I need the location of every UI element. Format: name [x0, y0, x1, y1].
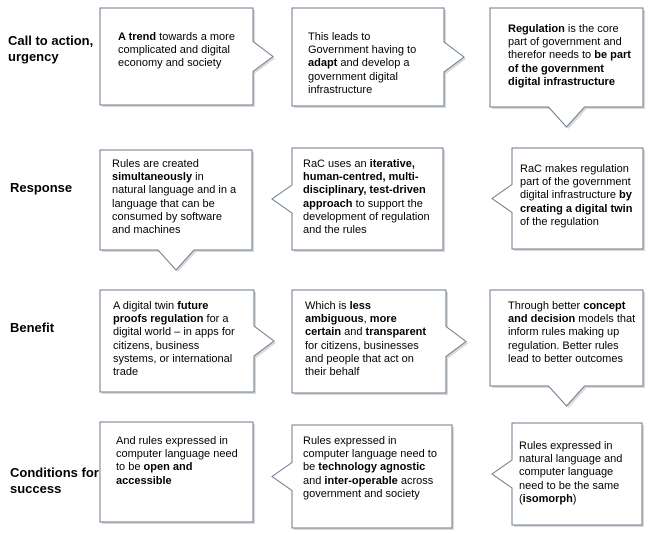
body-text: RaC makes regulation part of the governm…	[520, 163, 631, 202]
callout-box-7	[99, 289, 275, 393]
emphasis-text: technology agnostic	[318, 461, 426, 474]
emphasis-text: transparent	[365, 326, 427, 339]
callout-box-4	[491, 147, 644, 250]
callout-box-9	[489, 289, 644, 407]
row-label-conditions: Conditions for success	[10, 465, 99, 496]
body-text: for a digital world – in apps for citize…	[113, 313, 235, 379]
callout-text-5: RaC uses an iterative, human-centred, mu…	[303, 158, 435, 237]
emphasis-text: be part of the government digital infras…	[508, 49, 631, 88]
body-text: to support the development of regulation…	[303, 197, 430, 237]
body-text: RaC uses an	[303, 158, 370, 170]
body-text: Rules expressed in natural language and …	[519, 440, 623, 505]
emphasis-text: A trend	[118, 31, 157, 43]
callout-text-10: Rules expressed in natural language and …	[519, 440, 639, 506]
body-text: towards a more complicated and digital e…	[118, 31, 235, 70]
emphasis-text: more certain	[305, 313, 397, 339]
emphasis-text: concept and decision	[508, 300, 626, 326]
callout-box-10	[491, 422, 643, 526]
emphasis-text: adapt	[308, 57, 338, 70]
body-text: This leads to Government having to	[308, 31, 417, 57]
emphasis-text: inter-operable	[324, 474, 398, 487]
emphasis-text: Regulation	[508, 23, 565, 35]
body-text: and	[303, 474, 325, 487]
callout-text-2: This leads to Government having to adapt…	[308, 31, 433, 97]
body-text: A digital twin	[113, 300, 178, 312]
callout-text-7: A digital twin future proofs regulation …	[113, 300, 245, 379]
body-text: is the core part of government and there…	[508, 23, 622, 62]
emphasis-text: less ambiguous	[305, 300, 372, 326]
row-label-call-to-action: Call to action, urgency	[8, 33, 94, 64]
callout-text-3: Regulation is the core part of governmen…	[508, 23, 633, 89]
body-text: ,	[363, 313, 370, 326]
body-text: and develop a government digital infrast…	[308, 57, 410, 96]
body-text: for citizens, businesses and people that…	[305, 339, 419, 379]
callout-text-11: Rules expressed in computer language nee…	[303, 435, 445, 501]
callout-text-6: Rules are created simultaneously in natu…	[112, 158, 240, 237]
callout-box-6	[99, 149, 253, 271]
body-text: across government and society	[303, 474, 434, 500]
callout-text-1: A trend towards a more complicated and d…	[118, 31, 243, 71]
callout-box-2	[291, 7, 465, 107]
body-text: in natural language and in a language th…	[112, 171, 237, 237]
body-text: of the regulation	[520, 215, 599, 228]
callout-box-11	[271, 424, 453, 529]
callout-text-8: Which is less ambiguous, more certain an…	[305, 300, 435, 379]
row-label-response: Response	[10, 180, 73, 195]
body-text: Through better	[508, 300, 584, 312]
body-text: And rules expressed in computer language…	[116, 435, 238, 474]
callout-box-3	[489, 7, 644, 128]
callout-box-1	[99, 7, 274, 106]
emphasis-text: by creating a digital twin	[520, 189, 633, 215]
row-label-benefit: Benefit	[10, 320, 55, 335]
body-text: Rules are created	[112, 158, 199, 170]
emphasis-text: future proofs regulation	[113, 300, 209, 326]
body-text: and	[341, 326, 366, 339]
emphasis-text: isomorph	[522, 492, 573, 505]
body-text: )	[572, 492, 577, 505]
body-text: Which is	[305, 300, 350, 312]
callout-box-5	[271, 147, 444, 251]
callout-text-9: Through better concept and decision mode…	[508, 300, 638, 366]
callout-text-12: And rules expressed in computer language…	[116, 435, 246, 488]
callout-box-8	[291, 289, 467, 394]
body-text: models that inform rules making up regul…	[508, 313, 636, 365]
callout-text-4: RaC makes regulation part of the governm…	[520, 163, 640, 229]
emphasis-text: open and accessible	[116, 461, 193, 487]
emphasis-text: iterative, human-centred, multi-discipli…	[303, 158, 426, 210]
emphasis-text: simultaneously	[112, 171, 193, 184]
body-text: Rules expressed in computer language nee…	[303, 435, 437, 474]
callout-box-12	[99, 421, 254, 523]
